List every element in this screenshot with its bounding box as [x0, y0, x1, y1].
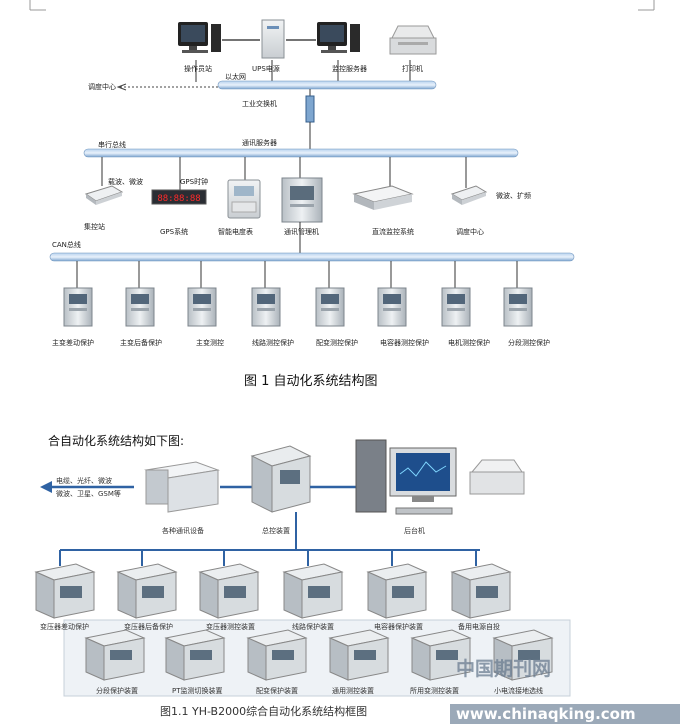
lower-panel-bg [63, 619, 571, 697]
comm-text-2: 微波、卫星、GSM等 [56, 490, 121, 498]
label-comm-server: 通讯服务器 [242, 139, 277, 147]
operator-station-icon [178, 22, 221, 53]
row2-label-2: PT监测切换装置 [172, 687, 223, 695]
dc-monitor-icon [352, 185, 414, 210]
label-industrial-switch: 工业交换机 [242, 100, 277, 108]
gps-clock-icon [151, 189, 207, 205]
serial-bus [83, 148, 519, 158]
label-protection-2: 主变后备保护 [120, 339, 162, 347]
bottom-heading: 合自动化系统结构如下图: [48, 434, 185, 448]
comm-manager-icon [281, 177, 323, 223]
row2-label-3: 配变保护装置 [256, 687, 298, 695]
dispatch-router-icon [450, 185, 488, 205]
row2-label-5: 所用变测控装置 [410, 687, 459, 695]
label-monitor-server: 监控服务器 [332, 65, 367, 73]
label-backend: 后台机 [404, 527, 425, 535]
label-master-device: 总控装置 [262, 527, 290, 535]
label-operator-station: 操作员站 [184, 65, 212, 73]
label-wave: 载波、微波 [108, 178, 143, 186]
row1-label-2: 变压器后备保护 [124, 623, 173, 631]
can-bus [49, 252, 575, 262]
backend-computer-icon [355, 439, 525, 515]
label-protection-1: 主变差动保护 [52, 339, 94, 347]
row1-devices [34, 550, 512, 619]
label-comm-devices: 各种通讯设备 [162, 527, 204, 535]
label-protection-7: 电机测控保护 [448, 339, 490, 347]
label-smart-meter: 智能电度表 [218, 228, 253, 236]
row2-label-6: 小电流接地选线 [494, 687, 543, 695]
row1-label-3: 变压器测控装置 [206, 623, 255, 631]
label-gps-system: GPS系统 [160, 228, 189, 236]
row1-label-1: 变压器差动保护 [40, 623, 89, 631]
ethernet-bus [217, 80, 437, 90]
industrial-switch-icon [305, 95, 315, 123]
row1-label-6: 备用电源自投 [458, 623, 500, 631]
smart-meter-icon [227, 179, 261, 219]
row1-label-4: 线路保护装置 [292, 623, 334, 631]
label-comm-manager: 通讯管理机 [284, 228, 319, 236]
ups-icon [261, 19, 285, 59]
figure-1-caption: 图 1 自动化系统结构图 [244, 374, 378, 389]
row2-label-4: 通用测控装置 [332, 687, 374, 695]
label-protection-6: 电容器测控保护 [380, 339, 429, 347]
label-serial-bus: 串行总线 [98, 141, 126, 149]
label-ups: UPS电源 [252, 65, 280, 73]
monitor-server-icon [317, 22, 360, 53]
label-gps-clock: GPS时钟 [180, 178, 209, 186]
label-centralized-station: 集控站 [84, 223, 105, 231]
label-microwave-fiber: 微波、扩频 [496, 192, 531, 200]
gps-clock-display: 88:88:88 [157, 194, 200, 204]
label-dispatch-center-2: 调度中心 [456, 228, 484, 236]
watermark-brand: 中国期刊网 [456, 658, 552, 680]
label-can-bus: CAN总线 [52, 241, 81, 249]
comm-text-1: 电缆、光纤、微波 [56, 477, 112, 485]
row2-label-1: 分段保护装置 [96, 687, 138, 695]
label-printer: 打印机 [402, 65, 423, 73]
protection-devices [63, 261, 533, 327]
label-ethernet: 以太网 [225, 73, 246, 81]
watermark-url: www.chinaqking.com [456, 705, 636, 723]
comm-equipment-icon [144, 461, 220, 513]
centralized-station-icon [84, 185, 124, 205]
watermark-strip [450, 704, 680, 724]
row1-label-5: 电容器保护装置 [374, 623, 423, 631]
label-protection-4: 线路测控保护 [252, 339, 294, 347]
printer-icon [389, 25, 437, 55]
figure-1-1-caption: 图1.1 YH-B2000综合自动化系统结构框图 [160, 705, 368, 718]
label-protection-8: 分段测控保护 [508, 339, 550, 347]
label-protection-5: 配变测控保护 [316, 339, 358, 347]
label-protection-3: 主变测控 [196, 339, 224, 347]
label-dispatch-center: 调度中心 [88, 83, 116, 91]
master-device-icon [250, 445, 312, 513]
label-dc-monitor: 直流监控系统 [372, 228, 414, 236]
row2-devices [84, 629, 554, 681]
